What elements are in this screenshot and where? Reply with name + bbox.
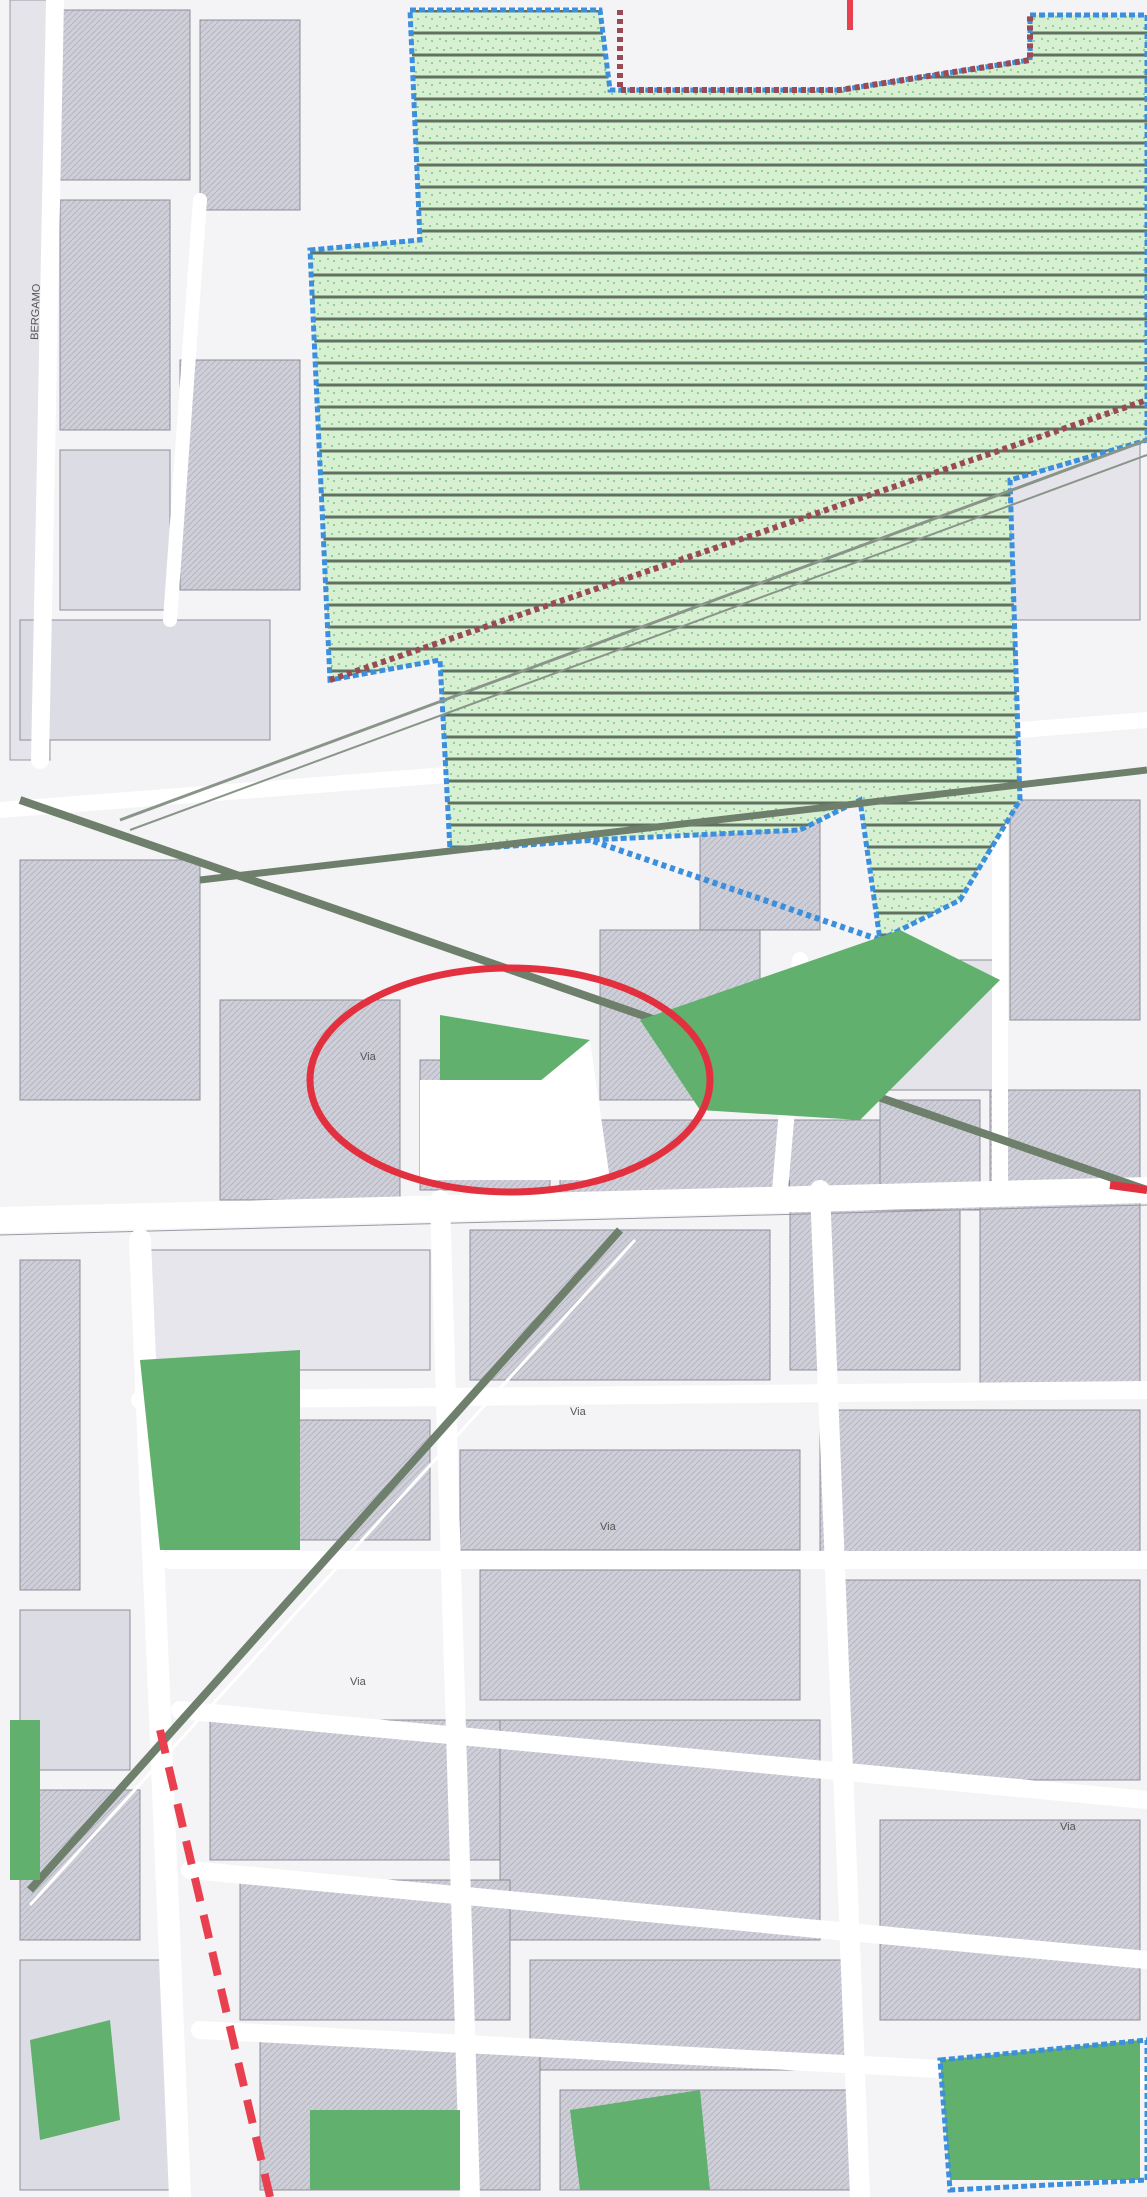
street-labels: BERGAMO Via Via Via Via Via xyxy=(29,283,1077,1833)
railway-lines xyxy=(18,438,1147,1907)
street-label-via-2: Via xyxy=(570,1406,587,1418)
green-area-boxed xyxy=(940,2040,1140,2180)
green-area-west xyxy=(140,1350,300,1550)
street-label-via-5: Via xyxy=(1060,1821,1077,1833)
street-label-via-4: Via xyxy=(350,1676,367,1688)
green-area-south-west xyxy=(30,2020,120,2140)
street-label-via-1: Via xyxy=(360,1051,377,1063)
highlight-circle[interactable] xyxy=(306,964,714,1196)
boundary-south-east xyxy=(937,2037,1147,2193)
green-area-edge xyxy=(10,1720,40,1880)
green-area-south xyxy=(310,2110,460,2190)
street-label-via-3: Via xyxy=(600,1521,617,1533)
green-area-east xyxy=(640,930,1000,1120)
green-areas xyxy=(10,930,1140,2190)
street-label-bergamo: BERGAMO xyxy=(29,283,43,340)
dashed-route xyxy=(156,1729,274,2197)
